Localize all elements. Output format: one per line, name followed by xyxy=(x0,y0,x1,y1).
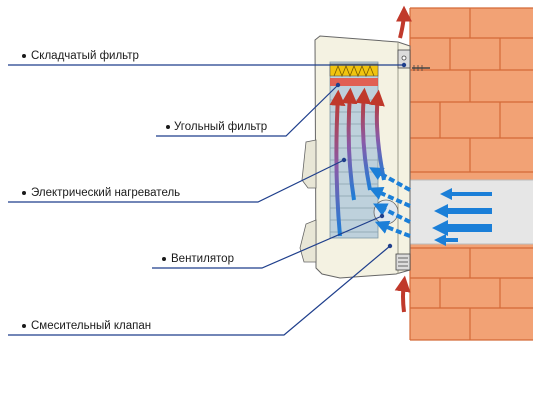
rising-air-arrows xyxy=(329,87,386,237)
rising-air-arrow xyxy=(368,89,386,181)
mixing-valve-grille xyxy=(395,253,411,271)
fresh-air-arrow xyxy=(434,234,458,246)
fresh-air-arrow xyxy=(432,220,492,236)
label-fan: Вентилятор xyxy=(171,253,234,265)
mounting-bolt xyxy=(412,65,430,71)
label-electric-heater: Электрический нагреватель xyxy=(31,187,181,199)
fresh-air-arrow xyxy=(434,204,492,218)
intake-curved-arrow xyxy=(368,187,411,208)
bullet xyxy=(166,125,170,129)
rising-air-arrow xyxy=(341,87,358,201)
fresh-air-arrow xyxy=(440,188,492,200)
intake-curved-arrows xyxy=(368,167,411,238)
bullet xyxy=(22,191,26,195)
leader-line-carbon-filter xyxy=(156,84,339,137)
carbon-filter-layer xyxy=(330,78,378,86)
warm-air-outlet-arrow xyxy=(395,5,412,39)
pleated-filter-layer xyxy=(329,63,379,77)
leader-line-fan xyxy=(152,215,383,269)
label-mixing-valve: Смесительный клапан xyxy=(31,320,152,332)
bullet xyxy=(162,257,166,261)
rising-air-arrow xyxy=(355,87,372,191)
label-carbon-filter: Угольный фильтр xyxy=(174,121,268,133)
bullet xyxy=(22,324,26,328)
leader-line-mixing-valve xyxy=(8,245,391,336)
leader-dots xyxy=(335,62,407,249)
leader-lines xyxy=(8,64,404,336)
rising-air-arrow xyxy=(329,89,346,237)
brick-wall xyxy=(409,7,533,341)
intake-curved-arrow xyxy=(372,203,411,224)
bullet xyxy=(22,54,26,58)
top-outlet-grille xyxy=(397,49,411,69)
label-pleated-filter: Складчатый фильтр xyxy=(31,50,139,62)
recirculation-arrow xyxy=(394,275,411,313)
intake-curved-arrow xyxy=(369,167,411,192)
leader-line-electric-heater xyxy=(8,159,345,203)
intake-curved-arrow xyxy=(374,220,411,238)
fresh-air-arrows xyxy=(432,188,492,246)
